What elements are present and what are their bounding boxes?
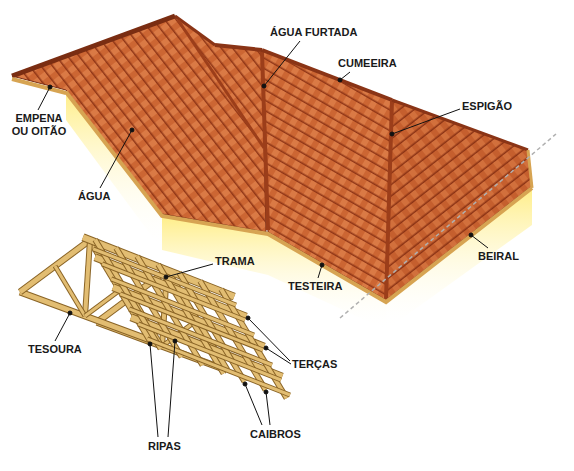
ridge-line <box>215 45 262 50</box>
batten <box>138 324 281 380</box>
valley-line <box>178 20 264 148</box>
leader-dot <box>320 263 324 267</box>
part-label: ESPIGÃO <box>462 100 512 113</box>
gable-edge <box>12 79 66 93</box>
leader-line <box>266 348 291 364</box>
ridge-line <box>175 16 215 45</box>
leader-line <box>100 130 132 188</box>
part-label: CUMEEIRA <box>338 57 397 70</box>
leader-dot <box>246 316 250 320</box>
gable-edge <box>528 150 532 188</box>
leader-line <box>471 235 488 248</box>
truss-strut-outline <box>85 290 120 316</box>
part-label: TRAMA <box>215 255 255 268</box>
truss-post-outline <box>85 240 90 316</box>
roof-frame <box>20 237 290 398</box>
leaders <box>38 41 488 437</box>
part-label: TERÇAS <box>292 358 337 371</box>
ridge-line <box>392 100 528 150</box>
part-label: ÁGUA <box>78 190 110 203</box>
batten-outline <box>138 324 281 380</box>
batten-outline <box>102 264 245 320</box>
part-label: RIPAS <box>148 440 181 453</box>
leader-dot <box>173 339 177 343</box>
leader-dot <box>262 84 266 88</box>
leader-dot <box>48 85 52 89</box>
batten <box>102 264 245 320</box>
part-label: ÁGUA FURTADA <box>270 26 357 39</box>
leader-line <box>392 109 460 134</box>
part-label: CAIBROS <box>250 428 301 441</box>
batten <box>147 339 290 395</box>
batten <box>120 294 263 350</box>
leader-dot <box>68 311 72 315</box>
batten-outline <box>147 339 290 395</box>
truss-strut-outline <box>55 266 85 316</box>
leader-line <box>264 41 300 86</box>
leader-dot <box>469 233 473 237</box>
leader-line <box>168 341 175 437</box>
truss-strut <box>55 266 85 316</box>
batten-outline <box>111 279 254 335</box>
leader-line <box>245 384 262 425</box>
leader-dot <box>130 128 134 132</box>
leader-line <box>38 87 50 110</box>
leader-line <box>248 318 290 361</box>
part-label: TESOURA <box>28 343 82 356</box>
leader-line <box>166 264 213 277</box>
batten-outline <box>93 249 236 305</box>
roof-plane <box>386 100 532 300</box>
hip-line <box>386 100 392 300</box>
leader-dot <box>148 342 152 346</box>
part-label: BEIRAL <box>478 250 519 263</box>
dashed-line <box>340 134 556 318</box>
batten-outline <box>120 294 263 350</box>
valley-line <box>262 52 268 230</box>
batten <box>93 249 236 305</box>
leader-dot <box>264 346 268 350</box>
rake-edge <box>12 16 175 76</box>
leader-line <box>266 392 270 425</box>
leader-dot <box>264 390 268 394</box>
roof-plane <box>262 50 392 300</box>
leader-line <box>55 313 70 341</box>
truss-post <box>85 240 90 316</box>
truss-strut <box>85 290 120 316</box>
part-label: TESTEIRA <box>288 280 342 293</box>
leader-dot <box>390 132 394 136</box>
batten <box>111 279 254 335</box>
part-label: EMPENA OU OITÃO <box>8 112 70 138</box>
leader-dot <box>164 275 168 279</box>
leader-dot <box>243 382 247 386</box>
leader-dot <box>338 78 342 82</box>
leader-line <box>150 344 158 437</box>
